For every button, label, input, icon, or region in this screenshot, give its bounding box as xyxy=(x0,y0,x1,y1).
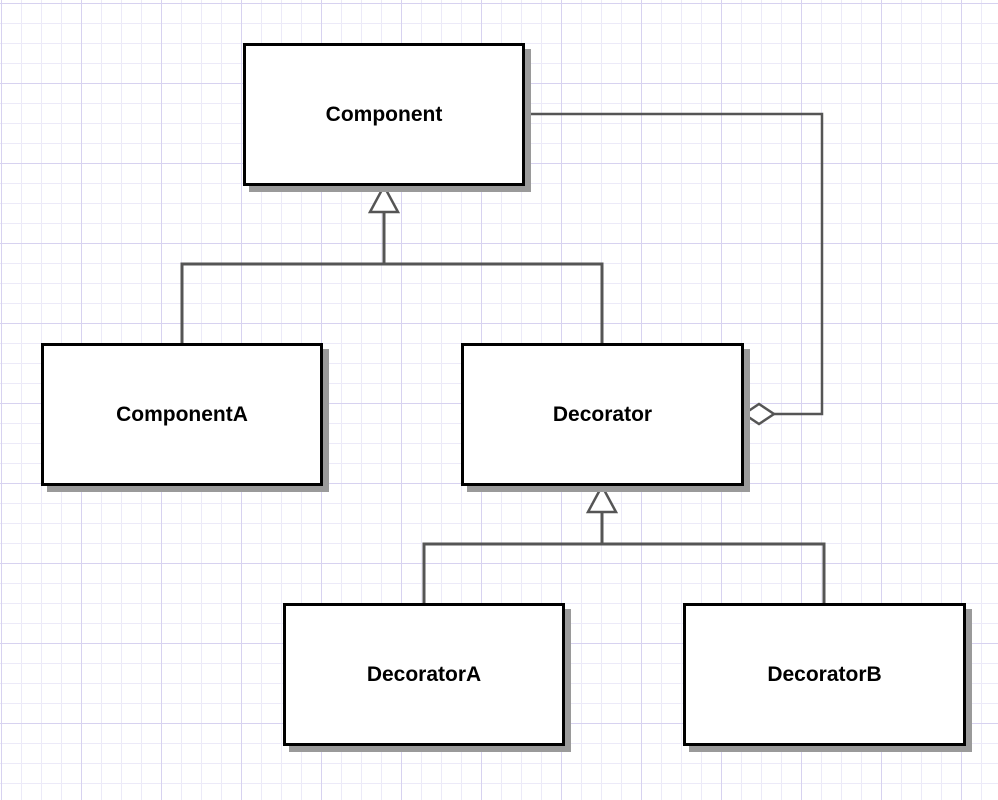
class-name-component: Component xyxy=(325,102,443,126)
class-box-decorator[interactable]: Decorator xyxy=(461,343,744,486)
generalization-arrowhead-component xyxy=(367,183,401,214)
class-box-component[interactable]: Component xyxy=(243,43,525,186)
class-name-componenta: ComponentA xyxy=(116,402,248,426)
class-box-decoratorb[interactable]: DecoratorB xyxy=(683,603,966,746)
aggregation-diamond xyxy=(741,402,777,426)
inheritance-connector-componenta xyxy=(180,262,384,343)
class-name-decoratorb: DecoratorB xyxy=(767,662,882,686)
generalization-arrowhead-decorator xyxy=(585,483,619,514)
aggregation-connector xyxy=(524,112,824,416)
class-name-decoratora: DecoratorA xyxy=(366,662,482,686)
class-box-componenta[interactable]: ComponentA xyxy=(41,343,323,486)
class-name-decorator: Decorator xyxy=(552,402,653,426)
inheritance-connector-decoratora xyxy=(422,542,602,603)
inheritance-connector-decorator xyxy=(384,262,604,343)
inheritance-connector-decoratorb xyxy=(602,542,826,603)
class-box-decoratora[interactable]: DecoratorA xyxy=(283,603,565,746)
